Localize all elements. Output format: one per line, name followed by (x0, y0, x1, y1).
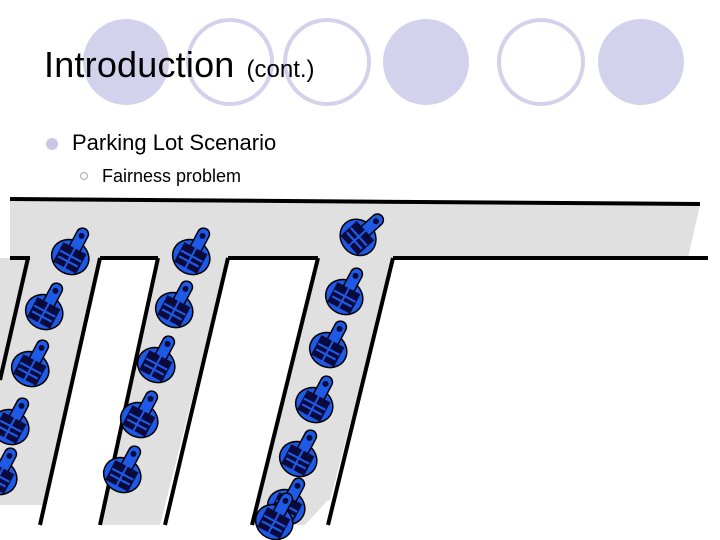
decor-circle-filled (83, 19, 169, 105)
decor-circle-filled (598, 19, 684, 105)
slide-title: Introduction (cont.) (44, 44, 315, 86)
title-suffix: (cont.) (246, 56, 315, 83)
road-edge-line (326, 257, 395, 526)
hollow-circle-bullet-icon (80, 172, 88, 180)
lot-block (40, 258, 160, 525)
decor-circle-outline (497, 18, 585, 106)
title-text: Introduction (44, 44, 235, 85)
decor-circle-outline (186, 18, 274, 106)
bullet-text: Parking Lot Scenario (72, 130, 277, 155)
sub-bullet-fairness: Fairness problem (80, 166, 480, 190)
sub-bullet-text: Fairness problem (102, 166, 242, 186)
road-edge-line (0, 257, 30, 381)
road-edge-line (38, 257, 102, 526)
bullet-parking-lot: Parking Lot Scenario (46, 130, 546, 162)
road-edge-line (250, 257, 320, 526)
road-edge-line (163, 257, 230, 526)
filled-circle-bullet-icon (46, 138, 58, 150)
decor-circle-outline (283, 18, 371, 106)
lot-block (320, 258, 720, 540)
lot-block (160, 258, 318, 525)
decor-circle-filled (383, 19, 469, 105)
road-edge-line (9, 197, 701, 206)
